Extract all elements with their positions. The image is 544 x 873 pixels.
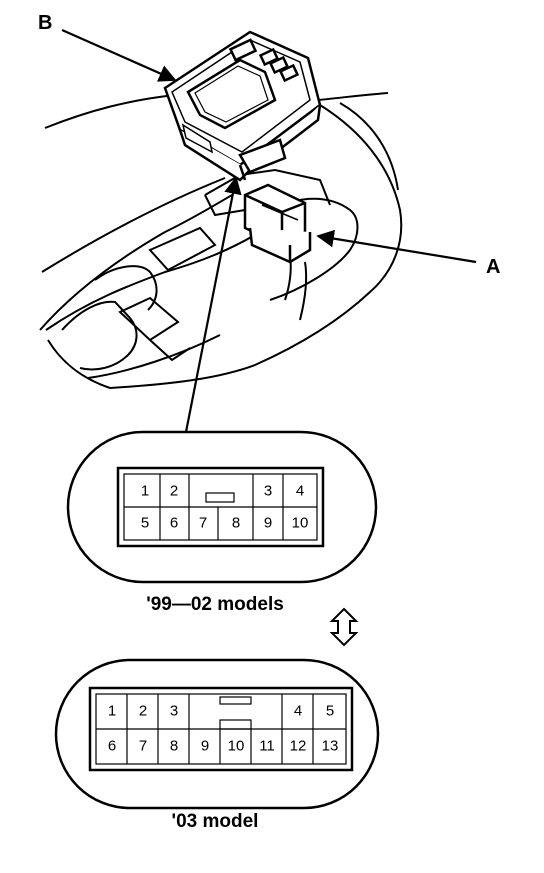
connector-99-02-pin-1: 1 — [141, 483, 149, 500]
pin-grid-03 — [96, 694, 346, 764]
double-arrow-up-down-icon — [329, 607, 359, 647]
connector-99-02-pin-2: 2 — [170, 483, 178, 500]
connector-99-02-callout — [66, 430, 378, 584]
connector-99-02-pin-7: 7 — [199, 515, 207, 532]
connector-03-pin-9: 9 — [201, 738, 209, 755]
connector-99-02-pin-6: 6 — [170, 515, 178, 532]
connector-99-02-pin-4: 4 — [296, 483, 304, 500]
connector-03-pin-3: 3 — [170, 703, 178, 720]
pin-grid-99-02 — [124, 474, 317, 540]
connector-a-drawing — [243, 183, 312, 264]
connector-03-pin-5: 5 — [326, 703, 334, 720]
connector-99-02-pin-9: 9 — [264, 515, 272, 532]
power-window-switch — [163, 30, 322, 182]
leader-arrows — [61, 28, 477, 433]
connector-03-pin-12: 12 — [290, 738, 307, 755]
caption-99-02-models: '99—02 models — [146, 594, 284, 615]
caption-03-model: '03 model — [171, 811, 259, 832]
connector-03-pin-13: 13 — [322, 738, 339, 755]
connector-label-a: A — [486, 256, 501, 278]
connector-99-02-pin-3: 3 — [264, 483, 272, 500]
connector-03-pin-8: 8 — [170, 738, 178, 755]
connector-03-pin-10: 10 — [228, 738, 245, 755]
door-panel-drawing — [39, 92, 403, 389]
connector-03-pin-1: 1 — [108, 703, 116, 720]
connector-03-pin-2: 2 — [139, 703, 147, 720]
connector-99-02-pin-8: 8 — [232, 515, 240, 532]
connector-99-02-pin-5: 5 — [141, 515, 149, 532]
connector-03-pin-6: 6 — [108, 738, 116, 755]
connector-03-callout — [54, 658, 380, 810]
pin-labels-99-02: 1 2 3 4 5 6 7 8 9 10 — [141, 483, 309, 532]
connector-03-pin-7: 7 — [139, 738, 147, 755]
connector-03-pin-4: 4 — [294, 703, 302, 720]
connector-03-pin-11: 11 — [259, 738, 275, 755]
switch-label-b: B — [38, 12, 53, 34]
connector-99-02-pin-10: 10 — [292, 515, 309, 532]
